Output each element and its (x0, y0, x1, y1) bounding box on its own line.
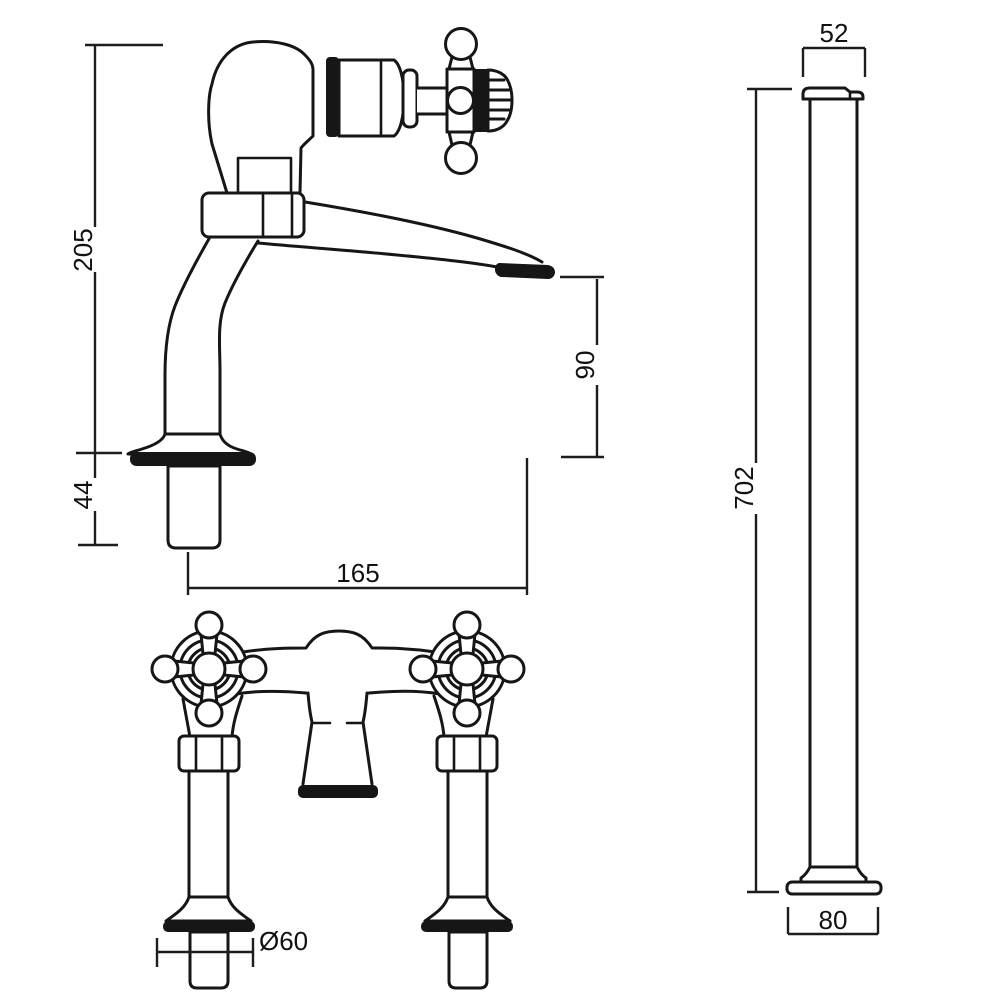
prong-ball (194, 610, 224, 640)
right-flange-skirt (423, 895, 512, 923)
right-leg-outer (484, 697, 495, 739)
left-pipe (187, 769, 230, 900)
tap-body-bulb (207, 40, 315, 195)
bridge-underside-left (234, 689, 308, 696)
inlet-tail-side (166, 464, 222, 550)
dim-80-label: 80 (819, 905, 848, 935)
tap-side-body (126, 27, 555, 550)
hex-nut-facets-side (261, 193, 294, 237)
dim-702-label: 702 (729, 466, 759, 509)
handle-stem-fill (417, 89, 447, 113)
left-leg-inner (230, 694, 244, 739)
spout-top-edge (303, 200, 544, 264)
handle-prong-west (150, 654, 196, 684)
bonnet-dark-ring (326, 57, 339, 137)
bridge-top-edge (241, 629, 437, 654)
prong-ball (150, 654, 180, 684)
dim-overall-height: 205 (68, 43, 163, 455)
front-spout-left-edge (301, 691, 314, 786)
handle-hub-circle (446, 86, 475, 115)
dim-52-label: 52 (820, 18, 849, 48)
prong-ball (452, 610, 482, 640)
hex-nut-side (200, 191, 306, 239)
handle-stem-lines (415, 86, 449, 116)
spout-bottom-edge (256, 241, 499, 269)
tap-body-neck-lines (236, 156, 293, 193)
dim-44-label: 44 (68, 481, 98, 510)
front-view: Ø60 (150, 610, 526, 990)
flange-band-side (130, 452, 256, 466)
bridge-underside-right (367, 689, 442, 696)
prong-ball (496, 654, 526, 684)
front-spout-outlet-band (298, 785, 378, 798)
handle-hub-ring-inner (449, 651, 485, 687)
leg-inner-edge (217, 239, 260, 436)
leg-outer-edge (163, 235, 212, 436)
dim-90-label: 90 (570, 351, 600, 380)
dim-60-label: Ø60 (259, 926, 308, 956)
left-cross-handle-front (150, 610, 268, 728)
dim-80-ticks (786, 907, 880, 934)
standpipe-view: 52 702 80 (729, 18, 883, 936)
right-tail (447, 930, 489, 990)
prong-ball (408, 654, 438, 684)
left-flange-skirt (164, 895, 253, 923)
right-cross-handle-front (408, 610, 526, 728)
handle-dark-band (474, 69, 488, 132)
left-flange-band (163, 921, 255, 932)
dim-52-ticks (801, 48, 867, 77)
side-view: 205 44 90 165 (68, 27, 604, 595)
standpipe-collar (799, 865, 868, 884)
dim-spout-height: 90 (560, 275, 604, 459)
dim-165-label: 165 (336, 558, 379, 588)
right-pipe (446, 769, 489, 900)
handle-prong-east (480, 654, 526, 684)
handle-ball-bottom (444, 141, 478, 175)
cross-handle-side (444, 27, 514, 175)
handle-prong-east (222, 654, 268, 684)
handle-dome-stripes (487, 78, 512, 121)
handle-prong-south (452, 682, 482, 728)
bonnet-cylinder (337, 58, 406, 138)
dim-205-label: 205 (68, 228, 98, 271)
left-hex-nut-facets (194, 736, 224, 771)
left-tail (188, 930, 230, 990)
handle-ball-top (444, 27, 478, 61)
prong-ball (194, 698, 224, 728)
dim-tail-length: 44 (68, 453, 118, 547)
handle-hub-ring-inner (191, 651, 227, 687)
spout-outlet-band (495, 263, 555, 279)
left-leg-outer (181, 697, 192, 739)
right-hex-nut-facets (452, 736, 482, 771)
right-hex-nut (435, 734, 499, 773)
right-flange-band (421, 921, 513, 932)
dim-standpipe-height: 702 (729, 87, 792, 894)
right-leg-inner (432, 694, 446, 739)
standpipe-tube (808, 97, 859, 869)
prong-ball (452, 698, 482, 728)
dim-spout-reach: 165 (186, 458, 529, 595)
dim-base-width: 80 (786, 905, 880, 936)
bonnet-flange-ring (401, 68, 419, 129)
front-spout-right-edge (361, 691, 374, 786)
left-hex-nut (177, 734, 241, 773)
prong-ball (238, 654, 268, 684)
dim-flange-diameter: Ø60 (155, 926, 308, 967)
dim-top-width: 52 (801, 18, 867, 77)
standpipe-base (785, 880, 883, 896)
